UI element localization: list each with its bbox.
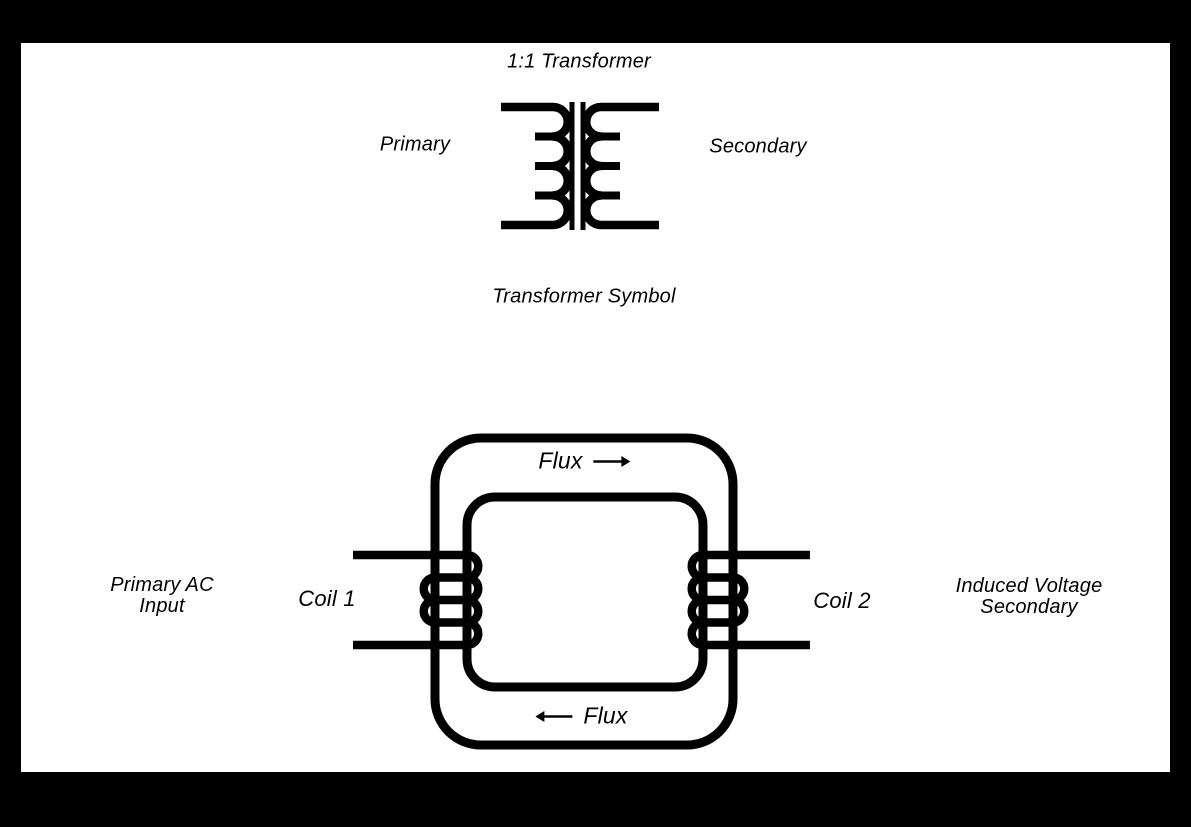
diagram-panel <box>21 43 1170 772</box>
symbol-caption: Transformer Symbol <box>492 285 676 308</box>
flux-bottom-text: Flux <box>583 702 628 729</box>
flux-top-text: Flux <box>538 447 583 474</box>
left-arrow-icon <box>535 710 573 722</box>
diagram-title: 1:1 Transformer <box>507 50 651 73</box>
right-arrow-icon <box>593 455 631 467</box>
primary-input-line1: Primary AC <box>110 574 214 596</box>
primary-input-label: Primary AC Input <box>110 575 213 617</box>
primary-input-line2: Input <box>139 595 185 617</box>
coil-1-label: Coil 1 <box>298 586 356 611</box>
flux-top-label: Flux <box>538 448 631 475</box>
induced-voltage-line1: Induced Voltage <box>955 575 1103 597</box>
primary-label: Primary <box>379 133 451 156</box>
coil-2-label: Coil 2 <box>813 588 871 613</box>
secondary-label: Secondary <box>709 135 807 158</box>
induced-voltage-line2: Secondary <box>980 596 1078 618</box>
flux-bottom-label: Flux <box>534 703 627 730</box>
induced-voltage-label: Induced Voltage Secondary <box>956 576 1103 618</box>
